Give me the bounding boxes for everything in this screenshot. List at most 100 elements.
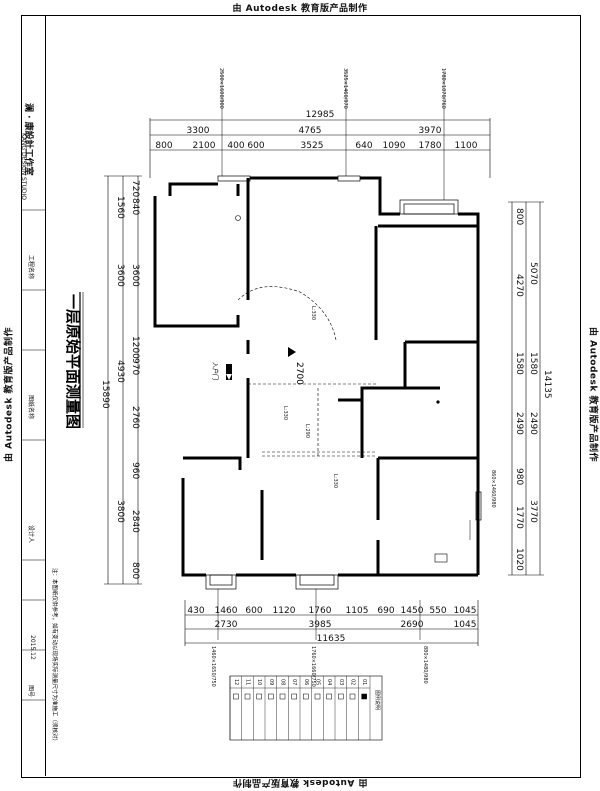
right-dims: 14135 5070 1580 2490 3770 800 4270 1580 … xyxy=(490,208,552,571)
legend-symbol-icon xyxy=(291,693,297,700)
inner-marks: L:330 L:330 L:290 L:330 xyxy=(282,306,338,488)
height-label: 2700 xyxy=(294,362,304,385)
legend-header: 08 xyxy=(280,679,286,685)
bottom-window-1: 1760×1660/750 xyxy=(310,646,316,687)
legend-header: 03 xyxy=(338,679,344,685)
legend-symbol-icon xyxy=(256,693,262,700)
top-mid-0: 3300 xyxy=(187,126,210,136)
left-dims: 15890 1560 3600 4930 3800 720 840 3600 1… xyxy=(100,180,140,579)
top-total: 12985 xyxy=(306,110,335,120)
legend-symbol-icon xyxy=(268,693,274,700)
legend-symbol-icon xyxy=(279,693,286,700)
right-detail-1: 4270 xyxy=(514,274,524,297)
inner-mark-3: L:330 xyxy=(332,474,338,488)
legend-header: 06 xyxy=(303,679,309,685)
bottom-mid-1: 3985 xyxy=(309,620,332,630)
legend-symbol-icon xyxy=(361,693,367,700)
right-mid-2: 2490 xyxy=(528,412,538,435)
top-window-0: 2500×1600/900 xyxy=(218,68,224,109)
legend-symbol-icon xyxy=(326,693,332,700)
bottom-detail-0: 430 xyxy=(187,606,204,616)
legend-title: 图例说明 xyxy=(374,690,381,710)
top-detail-6: 1090 xyxy=(383,141,406,151)
inner-mark-0: L:330 xyxy=(310,306,316,320)
legend-header: 05 xyxy=(315,679,321,685)
bottom-detail-4: 1760 xyxy=(309,606,332,616)
drawing-frame xyxy=(21,15,581,778)
right-detail-2: 1580 xyxy=(514,352,524,375)
drawing-note: 注：本图纸仅供参考，如有变动以现场实际测量尺寸为准施工（须核对） xyxy=(51,568,59,744)
top-detail-8: 1100 xyxy=(455,141,478,151)
bottom-detail-5: 1105 xyxy=(346,606,369,616)
top-dims: 12985 3300 4765 3970 800 2100 400 600 35… xyxy=(155,110,477,151)
legend-header: 01 xyxy=(361,679,367,685)
walls xyxy=(153,176,480,577)
top-mid-1: 4765 xyxy=(299,126,322,136)
left-mid-2: 4930 xyxy=(115,360,125,383)
top-detail-3: 600 xyxy=(247,141,264,151)
top-mid-2: 3970 xyxy=(419,126,442,136)
legend-symbol-icon xyxy=(338,693,344,700)
legend-header: 10 xyxy=(256,679,262,685)
entrance-icon xyxy=(226,364,232,380)
top-detail-5: 640 xyxy=(355,141,372,151)
top-detail-4: 3525 xyxy=(301,141,324,151)
left-detail-1: 840 xyxy=(130,198,140,215)
bottom-detail-9: 1045 xyxy=(454,606,477,616)
legend-header: 09 xyxy=(268,679,274,685)
legend-symbol-icon xyxy=(314,693,321,700)
dimension-lines xyxy=(104,118,544,646)
legend-symbol-icon xyxy=(349,693,356,700)
left-detail-8: 800 xyxy=(130,562,140,579)
left-detail-0: 720 xyxy=(130,180,140,197)
bottom-detail-7: 1450 xyxy=(401,606,424,616)
top-window-1: 3525×1460/970 xyxy=(342,68,348,109)
legend-header: 12 xyxy=(233,679,239,685)
bottom-detail-1: 1460 xyxy=(215,606,238,616)
legend-header: 02 xyxy=(350,679,356,685)
bottom-detail-3: 1120 xyxy=(273,606,296,616)
left-total: 15890 xyxy=(100,380,110,409)
left-detail-4: 970 xyxy=(130,358,140,375)
left-detail-5: 2760 xyxy=(130,406,140,429)
windows xyxy=(205,175,482,590)
left-detail-7: 2840 xyxy=(130,510,140,533)
openings xyxy=(235,215,479,563)
top-detail-7: 1780 xyxy=(419,141,442,151)
right-mid-0: 5070 xyxy=(528,262,538,285)
legend-symbol-icon xyxy=(244,693,251,700)
inner-mark-2: L:290 xyxy=(304,424,310,438)
column-dot xyxy=(436,400,440,404)
watermark-top: 由 Autodesk 教育版产品制作 xyxy=(232,4,368,14)
right-detail-5: 1770 xyxy=(514,506,524,529)
left-detail-2: 3600 xyxy=(130,264,140,287)
right-detail-3: 2490 xyxy=(514,412,524,435)
right-total: 14135 xyxy=(542,370,552,399)
title-block: 澜 · 康設計工作室 KANG DESIGN STUDIO 工程名称 图纸名称 … xyxy=(20,15,46,776)
legend-header: 04 xyxy=(326,679,332,685)
legend-symbol-icon xyxy=(303,693,309,700)
bottom-dims: 430 1460 600 1120 1760 1105 690 1450 550… xyxy=(187,606,476,644)
left-detail-3: 1200 xyxy=(130,336,140,359)
bottom-total: 11635 xyxy=(317,634,346,644)
bottom-detail-8: 550 xyxy=(429,606,446,616)
right-detail-6: 1020 xyxy=(514,548,524,571)
top-detail-1: 2100 xyxy=(193,141,216,151)
top-detail-2: 400 xyxy=(227,141,244,151)
bottom-mid-2: 2690 xyxy=(401,620,424,630)
bottom-mid-0: 2730 xyxy=(215,620,238,630)
right-detail-0: 800 xyxy=(514,208,524,225)
bottom-mid-3: 1045 xyxy=(454,620,477,630)
title-block-rows xyxy=(21,209,45,701)
top-window-labels: 2500×1600/900 3525×1460/970 1780×1070/76… xyxy=(218,68,446,109)
right-detail-4: 980 xyxy=(514,468,524,485)
bottom-window-2: 880×1480/980 xyxy=(422,646,428,684)
bottom-window-labels: 1460×1650/750 1760×1660/750 880×1480/980 xyxy=(210,646,428,687)
left-mid-3: 3800 xyxy=(115,500,125,523)
left-mid-1: 3600 xyxy=(115,264,125,287)
right-mid-1: 1580 xyxy=(528,352,538,375)
legend-header: 11 xyxy=(245,679,251,685)
top-detail-0: 800 xyxy=(155,141,172,151)
